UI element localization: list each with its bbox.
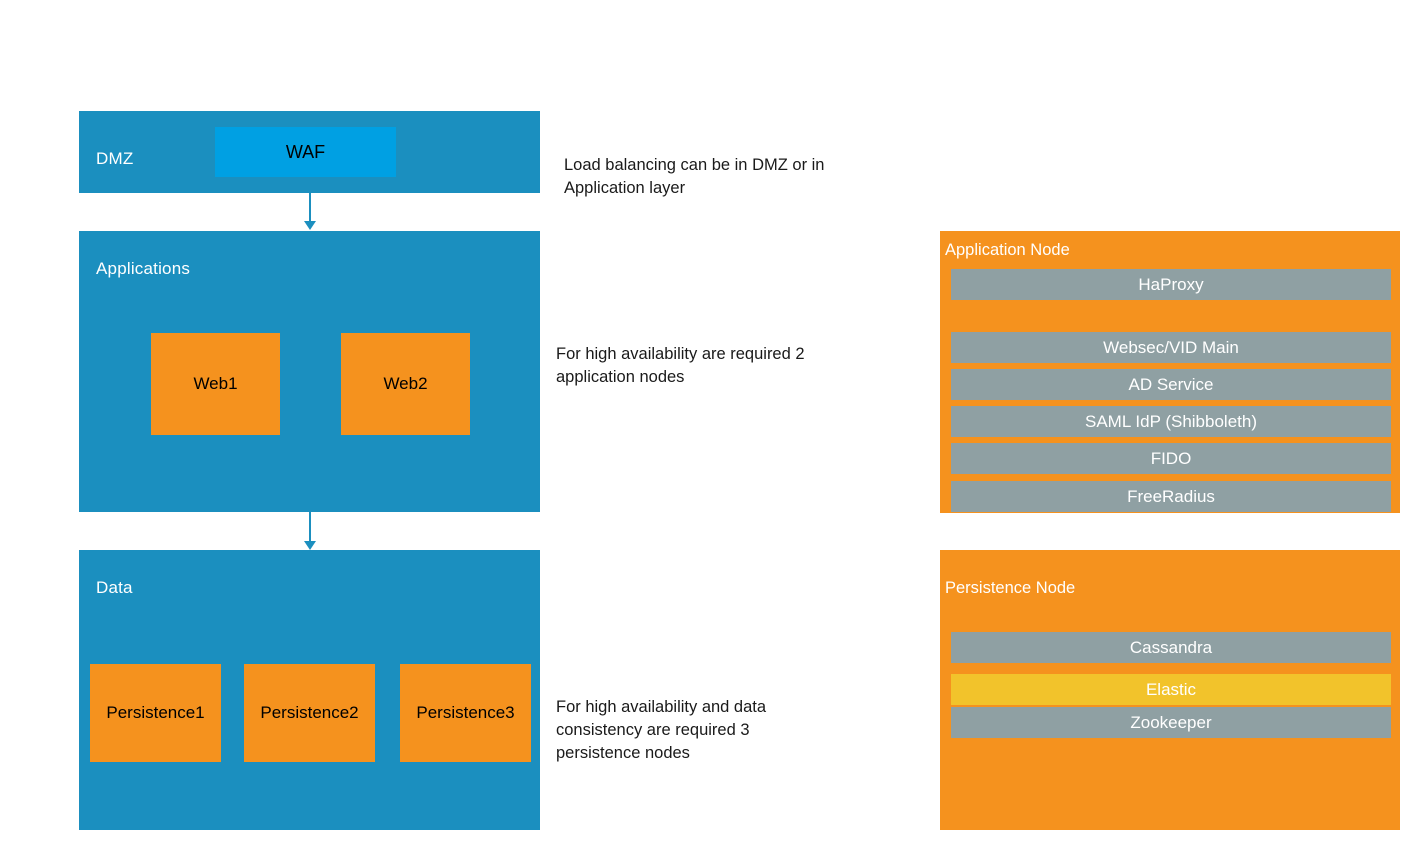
panel-persistence-node-label: Persistence Node bbox=[945, 579, 1076, 597]
node-persistence2[interactable]: Persistence2 bbox=[244, 664, 375, 762]
panel-application-node-label: Application Node bbox=[945, 241, 1070, 259]
panel-persistence-node[interactable]: Persistence Node Cassandra Elastic Zooke… bbox=[940, 550, 1400, 830]
zone-data-label: Data bbox=[96, 578, 133, 597]
zone-data[interactable]: Data Persistence1 Persistence2 Persisten… bbox=[79, 550, 540, 830]
service-bar-elastic[interactable]: Elastic bbox=[951, 674, 1391, 705]
node-waf[interactable]: WAF bbox=[215, 127, 396, 177]
zone-applications-label: Applications bbox=[96, 259, 191, 278]
service-bar-saml-idp[interactable]: SAML IdP (Shibboleth) bbox=[951, 406, 1391, 437]
service-bar-ad-service[interactable]: AD Service bbox=[951, 369, 1391, 400]
connector-shaft bbox=[309, 512, 311, 543]
connector-shaft bbox=[309, 193, 311, 223]
panel-application-node[interactable]: Application Node HaProxy Websec/VID Main… bbox=[940, 231, 1400, 513]
zone-dmz-label: DMZ bbox=[96, 149, 134, 168]
service-bar-fido[interactable]: FIDO bbox=[951, 443, 1391, 474]
zone-applications[interactable]: Applications Web1 Web2 bbox=[79, 231, 540, 512]
connector-arrowhead bbox=[304, 221, 316, 230]
node-web1[interactable]: Web1 bbox=[151, 333, 280, 435]
zone-dmz[interactable]: DMZ WAF bbox=[79, 111, 540, 193]
connector-arrowhead bbox=[304, 541, 316, 550]
service-bar-websec-vid-main[interactable]: Websec/VID Main bbox=[951, 332, 1391, 363]
note-application-nodes: For high availability are required 2 app… bbox=[556, 345, 805, 386]
connector-applications-to-data bbox=[303, 512, 317, 552]
service-bar-haproxy[interactable]: HaProxy bbox=[951, 269, 1391, 300]
node-persistence3[interactable]: Persistence3 bbox=[400, 664, 531, 762]
connector-dmz-to-applications bbox=[303, 193, 317, 231]
note-persistence-nodes: For high availability and data consisten… bbox=[556, 698, 767, 762]
service-bar-cassandra[interactable]: Cassandra bbox=[951, 632, 1391, 663]
note-load-balancing: Load balancing can be in DMZ or in Appli… bbox=[564, 156, 825, 197]
node-web2[interactable]: Web2 bbox=[341, 333, 470, 435]
service-bar-zookeeper[interactable]: Zookeeper bbox=[951, 707, 1391, 738]
node-persistence1[interactable]: Persistence1 bbox=[90, 664, 221, 762]
service-bar-freeradius[interactable]: FreeRadius bbox=[951, 481, 1391, 512]
